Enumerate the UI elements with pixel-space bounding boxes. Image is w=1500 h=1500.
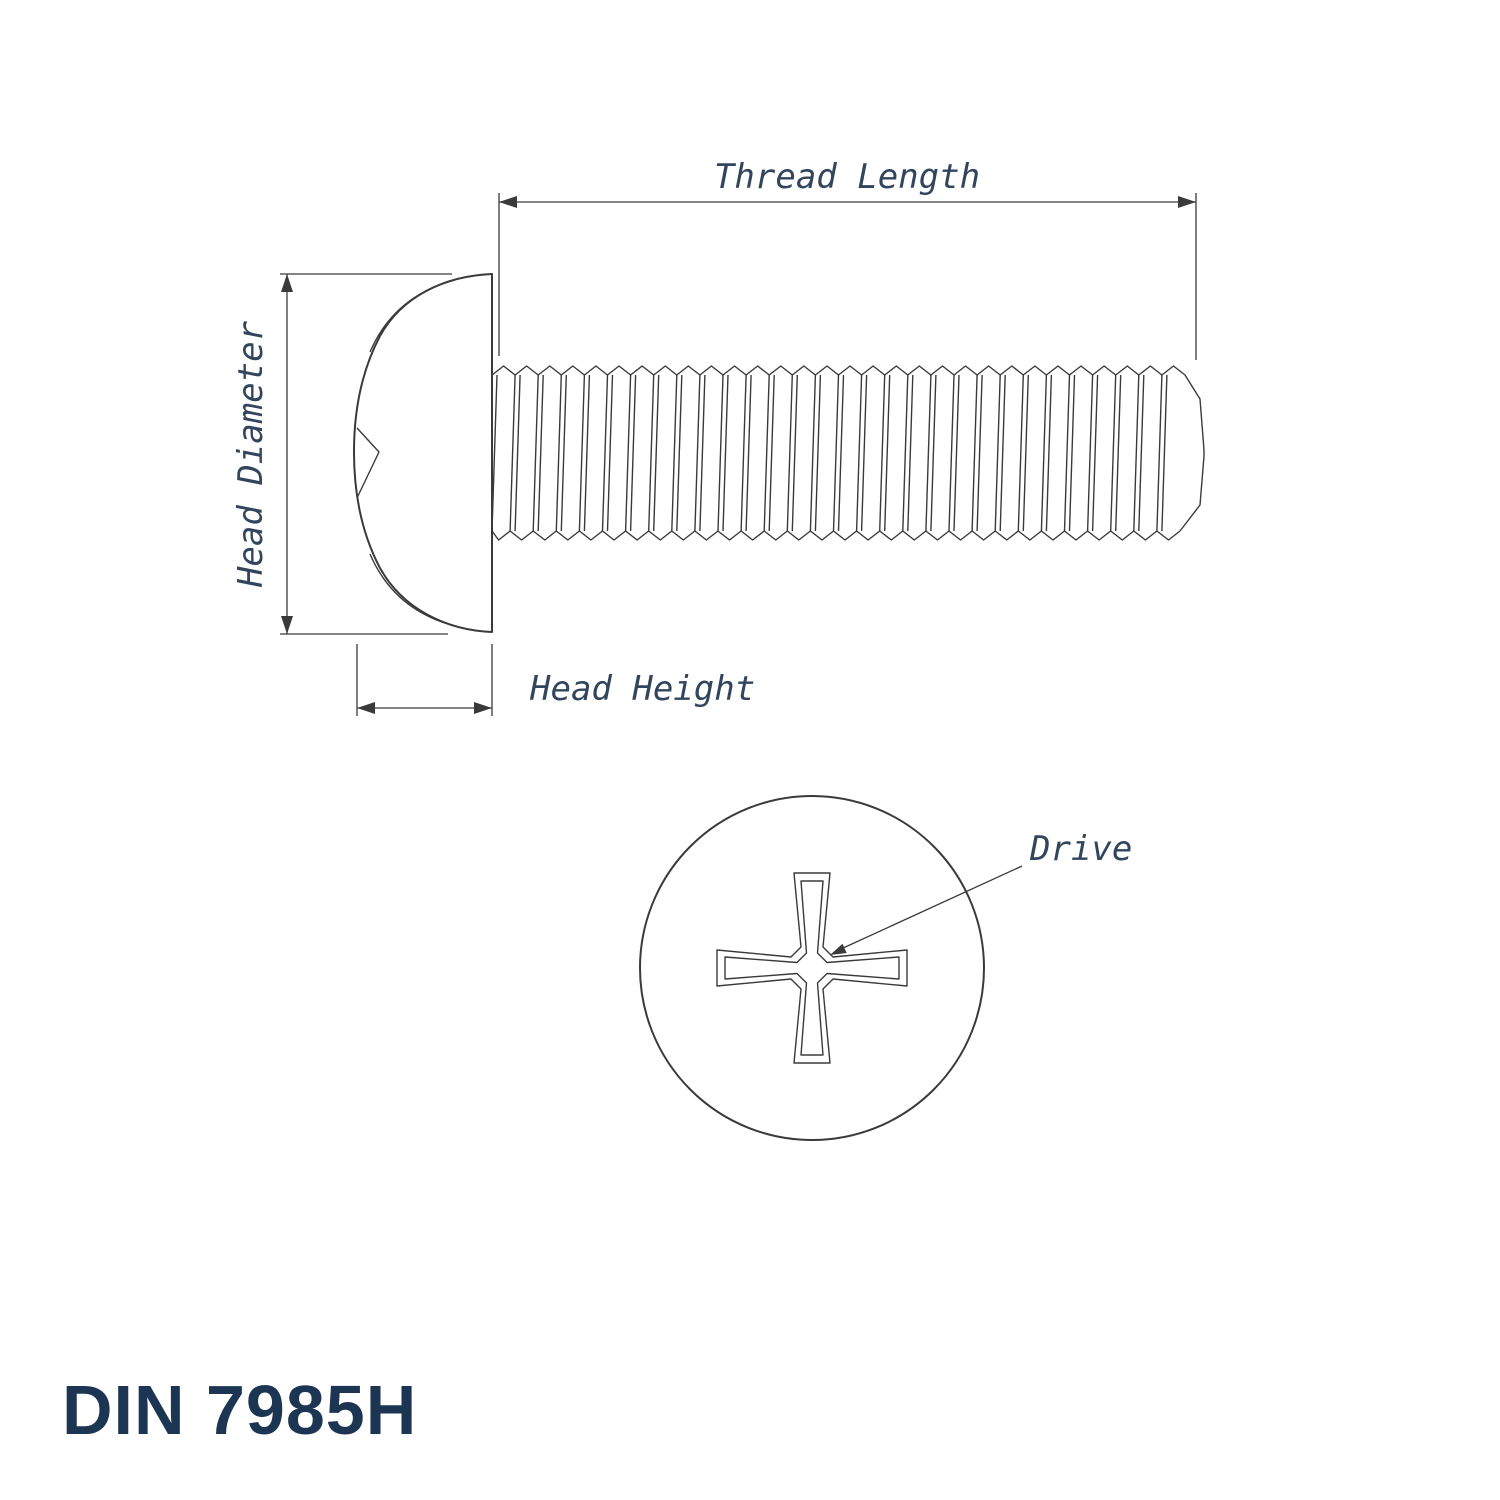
head-height-dimension: Head Height bbox=[356, 644, 755, 716]
arrowhead-bottom bbox=[281, 616, 293, 634]
arrowhead-left bbox=[357, 702, 375, 714]
head-diameter-label: Head Diameter bbox=[231, 320, 271, 588]
head-dome-contour-bottom bbox=[369, 553, 456, 627]
head-outline bbox=[353, 273, 493, 633]
head-dome-contour-top bbox=[369, 279, 456, 353]
arrowhead-top bbox=[281, 274, 293, 292]
thread-tip-chamfer bbox=[1179, 374, 1205, 532]
side-view-threads bbox=[486, 365, 1205, 541]
head-circle bbox=[639, 795, 985, 1141]
arrowhead-right bbox=[474, 702, 492, 714]
recess-side-notch bbox=[356, 427, 380, 499]
phillips-recess-inner bbox=[724, 880, 900, 1056]
head-height-label: Head Height bbox=[529, 669, 755, 709]
thread-length-dimension: Thread Length bbox=[498, 157, 1197, 360]
side-view-head bbox=[353, 273, 493, 633]
thread-bottom-crest bbox=[491, 530, 1181, 541]
thread-length-label: Thread Length bbox=[714, 157, 980, 197]
page-title: DIN 7985H bbox=[62, 1371, 417, 1449]
arrowhead-left bbox=[499, 196, 517, 208]
arrowhead-right bbox=[1178, 196, 1196, 208]
drive-label: Drive bbox=[1029, 829, 1132, 869]
thread-flank-lines bbox=[486, 374, 1168, 532]
leader-arrowhead bbox=[830, 943, 847, 955]
leader-line bbox=[840, 865, 1023, 950]
drive-annotation: Drive bbox=[830, 829, 1132, 955]
thread-top-crest bbox=[491, 365, 1186, 376]
head-diameter-dimension: Head Diameter bbox=[231, 273, 452, 635]
front-view-head bbox=[639, 795, 985, 1141]
phillips-recess-outer bbox=[716, 872, 908, 1064]
